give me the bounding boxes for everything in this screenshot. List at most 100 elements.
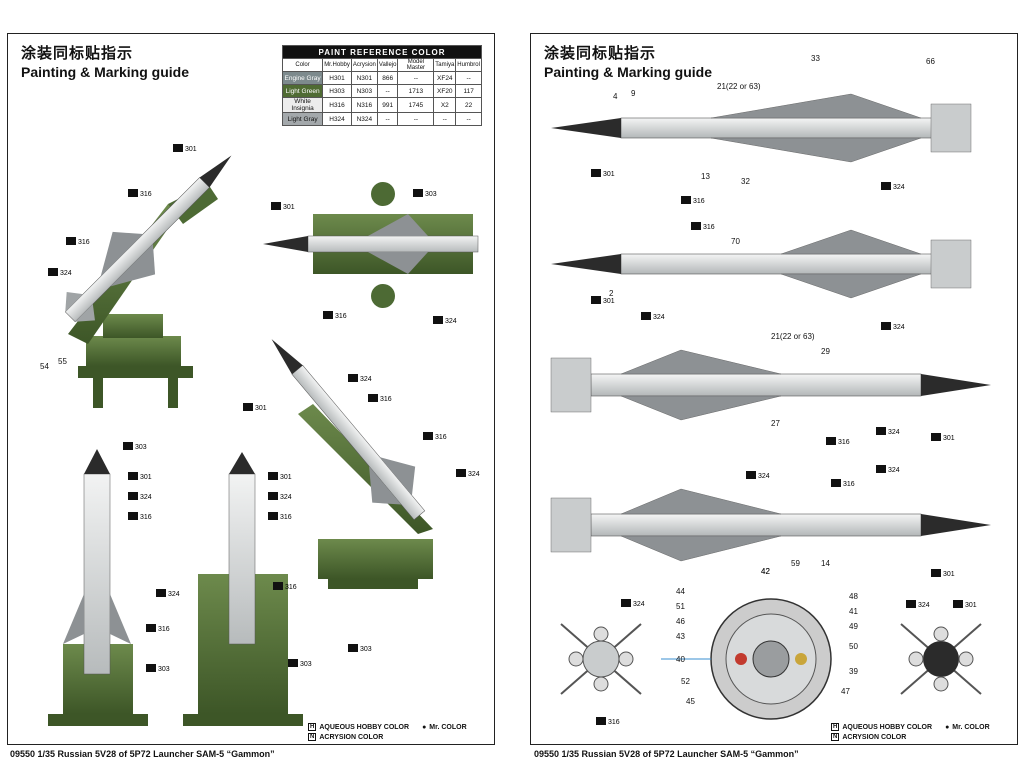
svg-text:316: 316 <box>78 239 90 246</box>
missile-rear-view-left <box>560 623 642 695</box>
footer-right: 09550 1/35 Russian 5V28 of 5P72 Launcher… <box>534 749 799 759</box>
svg-text:303: 303 <box>425 191 437 198</box>
callout: 2 <box>609 289 614 298</box>
svg-text:324: 324 <box>893 324 905 331</box>
paint-tag: 324 <box>906 600 930 609</box>
missile-profile-2 <box>551 229 972 299</box>
paint-tag: 316 <box>826 437 850 446</box>
callout: 44 <box>676 587 685 596</box>
missile-profile-1 <box>551 93 972 163</box>
swatch-engine-gray: Engine Gray <box>281 71 324 85</box>
paint-tag: 324 <box>641 312 665 321</box>
svg-text:301: 301 <box>943 435 955 442</box>
callout: 40 <box>676 655 685 664</box>
paint-tag: 316 <box>423 432 447 441</box>
paint-tag: 301 <box>591 169 615 178</box>
table-row: Light Green H303 N303 -- 1713 XF20 117 <box>281 84 482 98</box>
callout: 4 <box>613 92 618 101</box>
callout: 39 <box>849 667 858 676</box>
paint-tag: 303 <box>288 659 312 668</box>
svg-text:303: 303 <box>135 444 147 451</box>
left-illustrations: 301 316 316 324 303 303 301 316 <box>40 144 480 726</box>
paint-tag: 303 <box>413 189 437 198</box>
callout: 14 <box>821 559 830 568</box>
callout: 55 <box>58 357 67 366</box>
footer-left: 09550 1/35 Russian 5V28 of 5P72 Launcher… <box>10 749 275 759</box>
callout: 50 <box>849 642 858 651</box>
paint-tag: 324 <box>156 589 180 598</box>
svg-text:301: 301 <box>140 474 152 481</box>
paint-tag: 316 <box>323 311 347 320</box>
paint-tag: 324 <box>621 599 645 608</box>
callout: 47 <box>841 687 850 696</box>
paint-tag: 316 <box>146 624 170 633</box>
svg-text:301: 301 <box>965 602 977 609</box>
launcher-front-view <box>48 449 148 726</box>
callout: 13 <box>701 172 710 181</box>
paint-tag: 301 <box>953 600 977 609</box>
paint-tag: 316 <box>66 237 90 246</box>
cell: -- <box>433 112 457 126</box>
callout: 27 <box>771 419 780 428</box>
legend-acrysion: ACRYSION COLOR <box>319 733 384 741</box>
svg-text:316: 316 <box>608 719 620 726</box>
paint-tag: 301 <box>243 403 267 412</box>
paint-tag: 316 <box>691 222 715 231</box>
launcher-side-view-2 <box>271 339 433 589</box>
svg-text:316: 316 <box>843 481 855 488</box>
svg-text:316: 316 <box>280 514 292 521</box>
callout: 54 <box>40 362 49 371</box>
paint-tag: 324 <box>128 492 152 501</box>
callout: 48 <box>849 592 858 601</box>
callout: 43 <box>676 632 685 641</box>
callout: 41 <box>849 607 858 616</box>
svg-text:301: 301 <box>603 171 615 178</box>
svg-text:324: 324 <box>468 471 480 478</box>
callout: 42 <box>761 567 770 576</box>
svg-text:316: 316 <box>285 584 297 591</box>
missile-side-2 <box>271 339 426 521</box>
legend-hobby: AQUEOUS HOBBY COLOR <box>842 723 933 731</box>
svg-text:324: 324 <box>653 314 665 321</box>
launcher-top-view <box>263 182 479 308</box>
svg-text:324: 324 <box>893 184 905 191</box>
paint-tag: 301 <box>591 296 615 305</box>
svg-text:316: 316 <box>435 434 447 441</box>
callout: 51 <box>676 602 685 611</box>
paint-tag: 324 <box>348 374 372 383</box>
paint-tag: 324 <box>268 492 292 501</box>
svg-text:324: 324 <box>168 591 180 598</box>
svg-text:324: 324 <box>60 270 72 277</box>
page-title-cn-right: 涂装同标贴指示 <box>544 45 657 62</box>
callout: 42 <box>761 567 770 576</box>
paint-tag: 324 <box>746 471 770 480</box>
page-title-cn: 涂装同标贴指示 <box>21 45 134 62</box>
svg-text:324: 324 <box>758 473 770 480</box>
svg-text:316: 316 <box>158 626 170 633</box>
paint-tags-left: 301 316 316 324 303 303 301 316 <box>48 144 480 673</box>
callout: 21(22 or 63) <box>717 82 761 91</box>
svg-text:324: 324 <box>918 602 930 609</box>
paint-tag: 316 <box>128 189 152 198</box>
svg-text:301: 301 <box>280 474 292 481</box>
launcher-side-view <box>64 155 232 408</box>
missile-profile-4 <box>550 488 991 562</box>
left-sheet: 涂装同标贴指示 Painting & Marking guide PAINT R… <box>7 33 495 745</box>
right-sheet: 涂装同标贴指示 Painting & Marking guide <box>530 33 1018 745</box>
svg-text:316: 316 <box>140 514 152 521</box>
missile-rear-detail <box>661 598 832 720</box>
paint-tag: 316 <box>128 512 152 521</box>
legend-hobby: AQUEOUS HOBBY COLOR <box>319 723 410 731</box>
svg-text:303: 303 <box>300 661 312 668</box>
svg-text:316: 316 <box>693 198 705 205</box>
callout: 45 <box>686 697 695 706</box>
svg-text:301: 301 <box>255 405 267 412</box>
callout: 59 <box>791 559 800 568</box>
paint-tag: 301 <box>931 433 955 442</box>
paint-tag: 316 <box>681 196 705 205</box>
page-title-en-right: Painting & Marking guide <box>544 64 713 80</box>
svg-text:324: 324 <box>360 376 372 383</box>
paint-tag: 316 <box>596 717 620 726</box>
